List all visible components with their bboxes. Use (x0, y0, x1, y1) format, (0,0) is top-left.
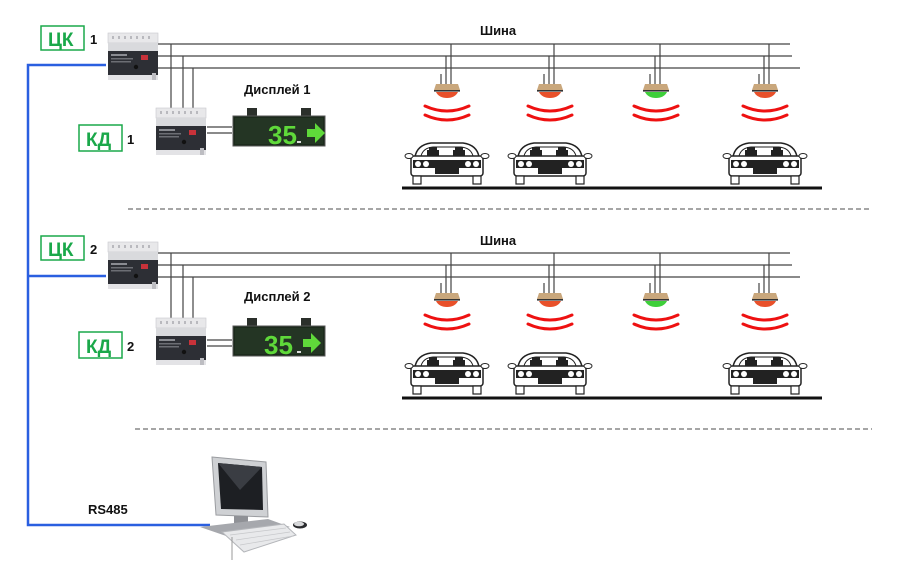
display-controller-module-icon (155, 107, 207, 156)
ultrasonic-wave-icon (526, 313, 574, 331)
ultrasonic-wave-icon (741, 313, 789, 331)
controller-label-box (40, 235, 85, 261)
ultrasonic-wave-icon (632, 313, 680, 331)
ultrasonic-wave-icon (423, 104, 471, 122)
ultrasonic-sensor-icon (434, 84, 460, 98)
sensor-indicator (539, 92, 561, 98)
ultrasonic-sensor-icon (643, 84, 669, 98)
sensor-wires (440, 44, 452, 84)
sensor-wires (758, 253, 770, 293)
car-icon (722, 352, 808, 395)
display-title: Дисплей 2 (244, 289, 311, 304)
sensor-indicator (645, 301, 667, 307)
sensor-wires (649, 44, 661, 84)
display-controller: КД 2 (78, 317, 207, 366)
display-controller-number: 2 (127, 339, 134, 354)
parking-row (402, 44, 822, 190)
ultrasonic-sensor-icon (434, 293, 460, 307)
ultrasonic-sensor-icon (752, 293, 778, 307)
display-title: Дисплей 1 (244, 82, 311, 97)
ultrasonic-wave-icon (526, 104, 574, 122)
controller-number: 2 (90, 242, 97, 257)
parking-row (402, 253, 822, 400)
controller-number: 1 (90, 32, 97, 47)
bus (157, 43, 800, 134)
display-controller-label: КД (86, 337, 112, 358)
rs485-label: RS485 (88, 502, 128, 517)
controller-label-box (40, 25, 85, 51)
ultrasonic-wave-icon (632, 104, 680, 122)
display-controller: КД 1 (78, 107, 207, 156)
parking-spot (632, 253, 680, 331)
ultrasonic-sensor-icon (752, 84, 778, 98)
arrow-right-icon (307, 123, 325, 143)
sensor-wires (543, 253, 555, 293)
sensor-indicator (539, 301, 561, 307)
display-value: 35 (264, 330, 293, 360)
ultrasonic-sensor-icon (643, 293, 669, 307)
display-value: 35 (268, 120, 297, 150)
display-controller-label-box (78, 124, 123, 152)
sensor-wires (758, 44, 770, 84)
parking-spot (404, 44, 490, 185)
ultrasonic-wave-icon (423, 313, 471, 331)
led-display: Дисплей 1 35 (232, 82, 326, 150)
section-2: Шина ЦК 2 КД 2 Дисплей 2 35 (40, 233, 822, 400)
sensor-wires (543, 44, 555, 84)
parking-spot (507, 44, 593, 185)
bus-label: Шина (480, 23, 517, 38)
sensor-indicator (436, 92, 458, 98)
controller-module-icon (107, 32, 159, 81)
car-icon (404, 352, 490, 395)
parking-spot (632, 44, 680, 122)
display-controller-label: КД (86, 130, 112, 151)
rs485-line (26, 63, 210, 527)
car-icon (507, 352, 593, 395)
parking-spot (722, 253, 808, 395)
sensor-indicator (645, 92, 667, 98)
ultrasonic-sensor-icon (537, 293, 563, 307)
section-1: Шина ЦК 1 КД 1 Дисплей 1 35 (40, 23, 822, 190)
sensor-wires (649, 253, 661, 293)
sensor-indicator (754, 301, 776, 307)
controller-module-icon (107, 241, 159, 290)
sensor-indicator (436, 301, 458, 307)
parking-spot (722, 44, 808, 185)
car-icon (507, 142, 593, 185)
controller-label: ЦК (48, 30, 74, 51)
central-controller: ЦК 1 (40, 25, 159, 81)
central-controller: ЦК 2 (40, 235, 159, 290)
display-controller-module-icon (155, 317, 207, 366)
sensor-indicator (754, 92, 776, 98)
computer-icon (200, 456, 307, 560)
ultrasonic-sensor-icon (537, 84, 563, 98)
display-controller-number: 1 (127, 132, 134, 147)
bus (157, 252, 800, 347)
parking-spot (507, 253, 593, 395)
bus-label: Шина (480, 233, 517, 248)
controller-label: ЦК (48, 240, 74, 261)
arrow-right-icon (303, 333, 321, 353)
parking-spot (404, 253, 490, 395)
ultrasonic-wave-icon (741, 104, 789, 122)
led-display: Дисплей 2 35 (232, 289, 326, 360)
display-controller-label-box (78, 331, 123, 359)
car-icon (722, 142, 808, 185)
car-icon (404, 142, 490, 185)
sensor-wires (440, 253, 452, 293)
